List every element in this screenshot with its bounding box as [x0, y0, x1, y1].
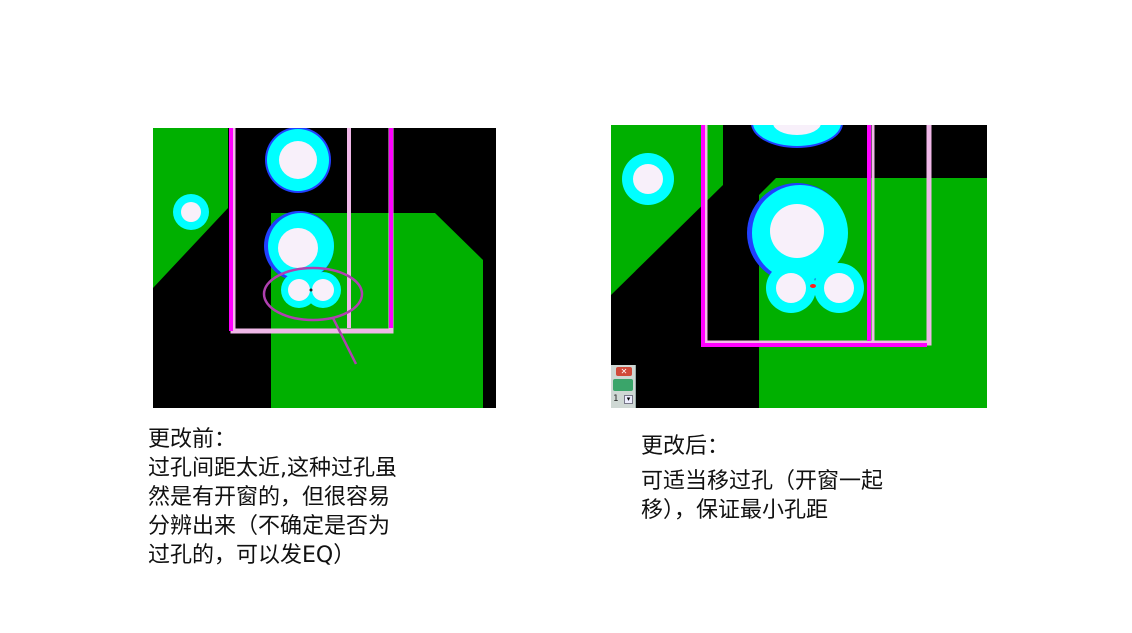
caption-before-heading: 更改前： — [148, 427, 237, 452]
caption-after-heading: 更改后： — [641, 434, 730, 459]
trace-magenta-left — [701, 125, 927, 347]
pcb-canvas-after — [611, 125, 987, 408]
callout-line — [331, 317, 358, 365]
via-drill-top — [773, 125, 821, 135]
via-drill-small — [633, 164, 663, 194]
close-icon[interactable]: ✕ — [616, 367, 632, 376]
caption-before-line: 分辨出来（不确定是否为 — [148, 514, 391, 539]
clipped-tool-window[interactable]: ✕ 1 ▾ — [611, 365, 636, 408]
via-drill-pair-left — [288, 279, 310, 301]
via-drill-pair-right — [312, 279, 334, 301]
caption-before: 更改前： 过孔间距太近,这种过孔虽 然是有开窗的，但很容易 分辨出来（不确定是否… — [148, 425, 478, 570]
caption-before-line: 过孔间距太近,这种过孔虽 — [148, 456, 397, 481]
caption-after-line: 移），保证最小孔距 — [641, 498, 829, 523]
caption-before-line: 然是有开窗的，但很容易 — [148, 485, 391, 510]
via-drill-top — [279, 141, 317, 179]
via-drill-small — [181, 202, 201, 222]
spacing-marker — [810, 284, 816, 288]
spacing-marker — [309, 288, 313, 292]
pcb-view-after — [611, 125, 987, 408]
dropdown-arrow-icon[interactable]: ▾ — [624, 395, 633, 404]
via-drill-middle — [278, 228, 318, 268]
caption-after-line: 可适当移过孔（开窗一起 — [641, 469, 884, 494]
via-drill-pair-left — [776, 273, 806, 303]
via-pad-top — [753, 125, 841, 146]
via-drill-pair-right — [824, 273, 854, 303]
tool-window-value: 1 — [613, 394, 619, 404]
highlight-ellipse — [262, 266, 364, 322]
via-drill-middle — [770, 204, 824, 258]
pcb-view-before — [153, 128, 496, 408]
pcb-canvas-before — [153, 128, 496, 408]
caption-after: 更改后： 可适当移过孔（开窗一起 移），保证最小孔距 — [641, 432, 961, 525]
tool-window-titlebar[interactable] — [613, 379, 633, 391]
caption-before-line: 过孔的，可以发EQ） — [148, 543, 356, 568]
